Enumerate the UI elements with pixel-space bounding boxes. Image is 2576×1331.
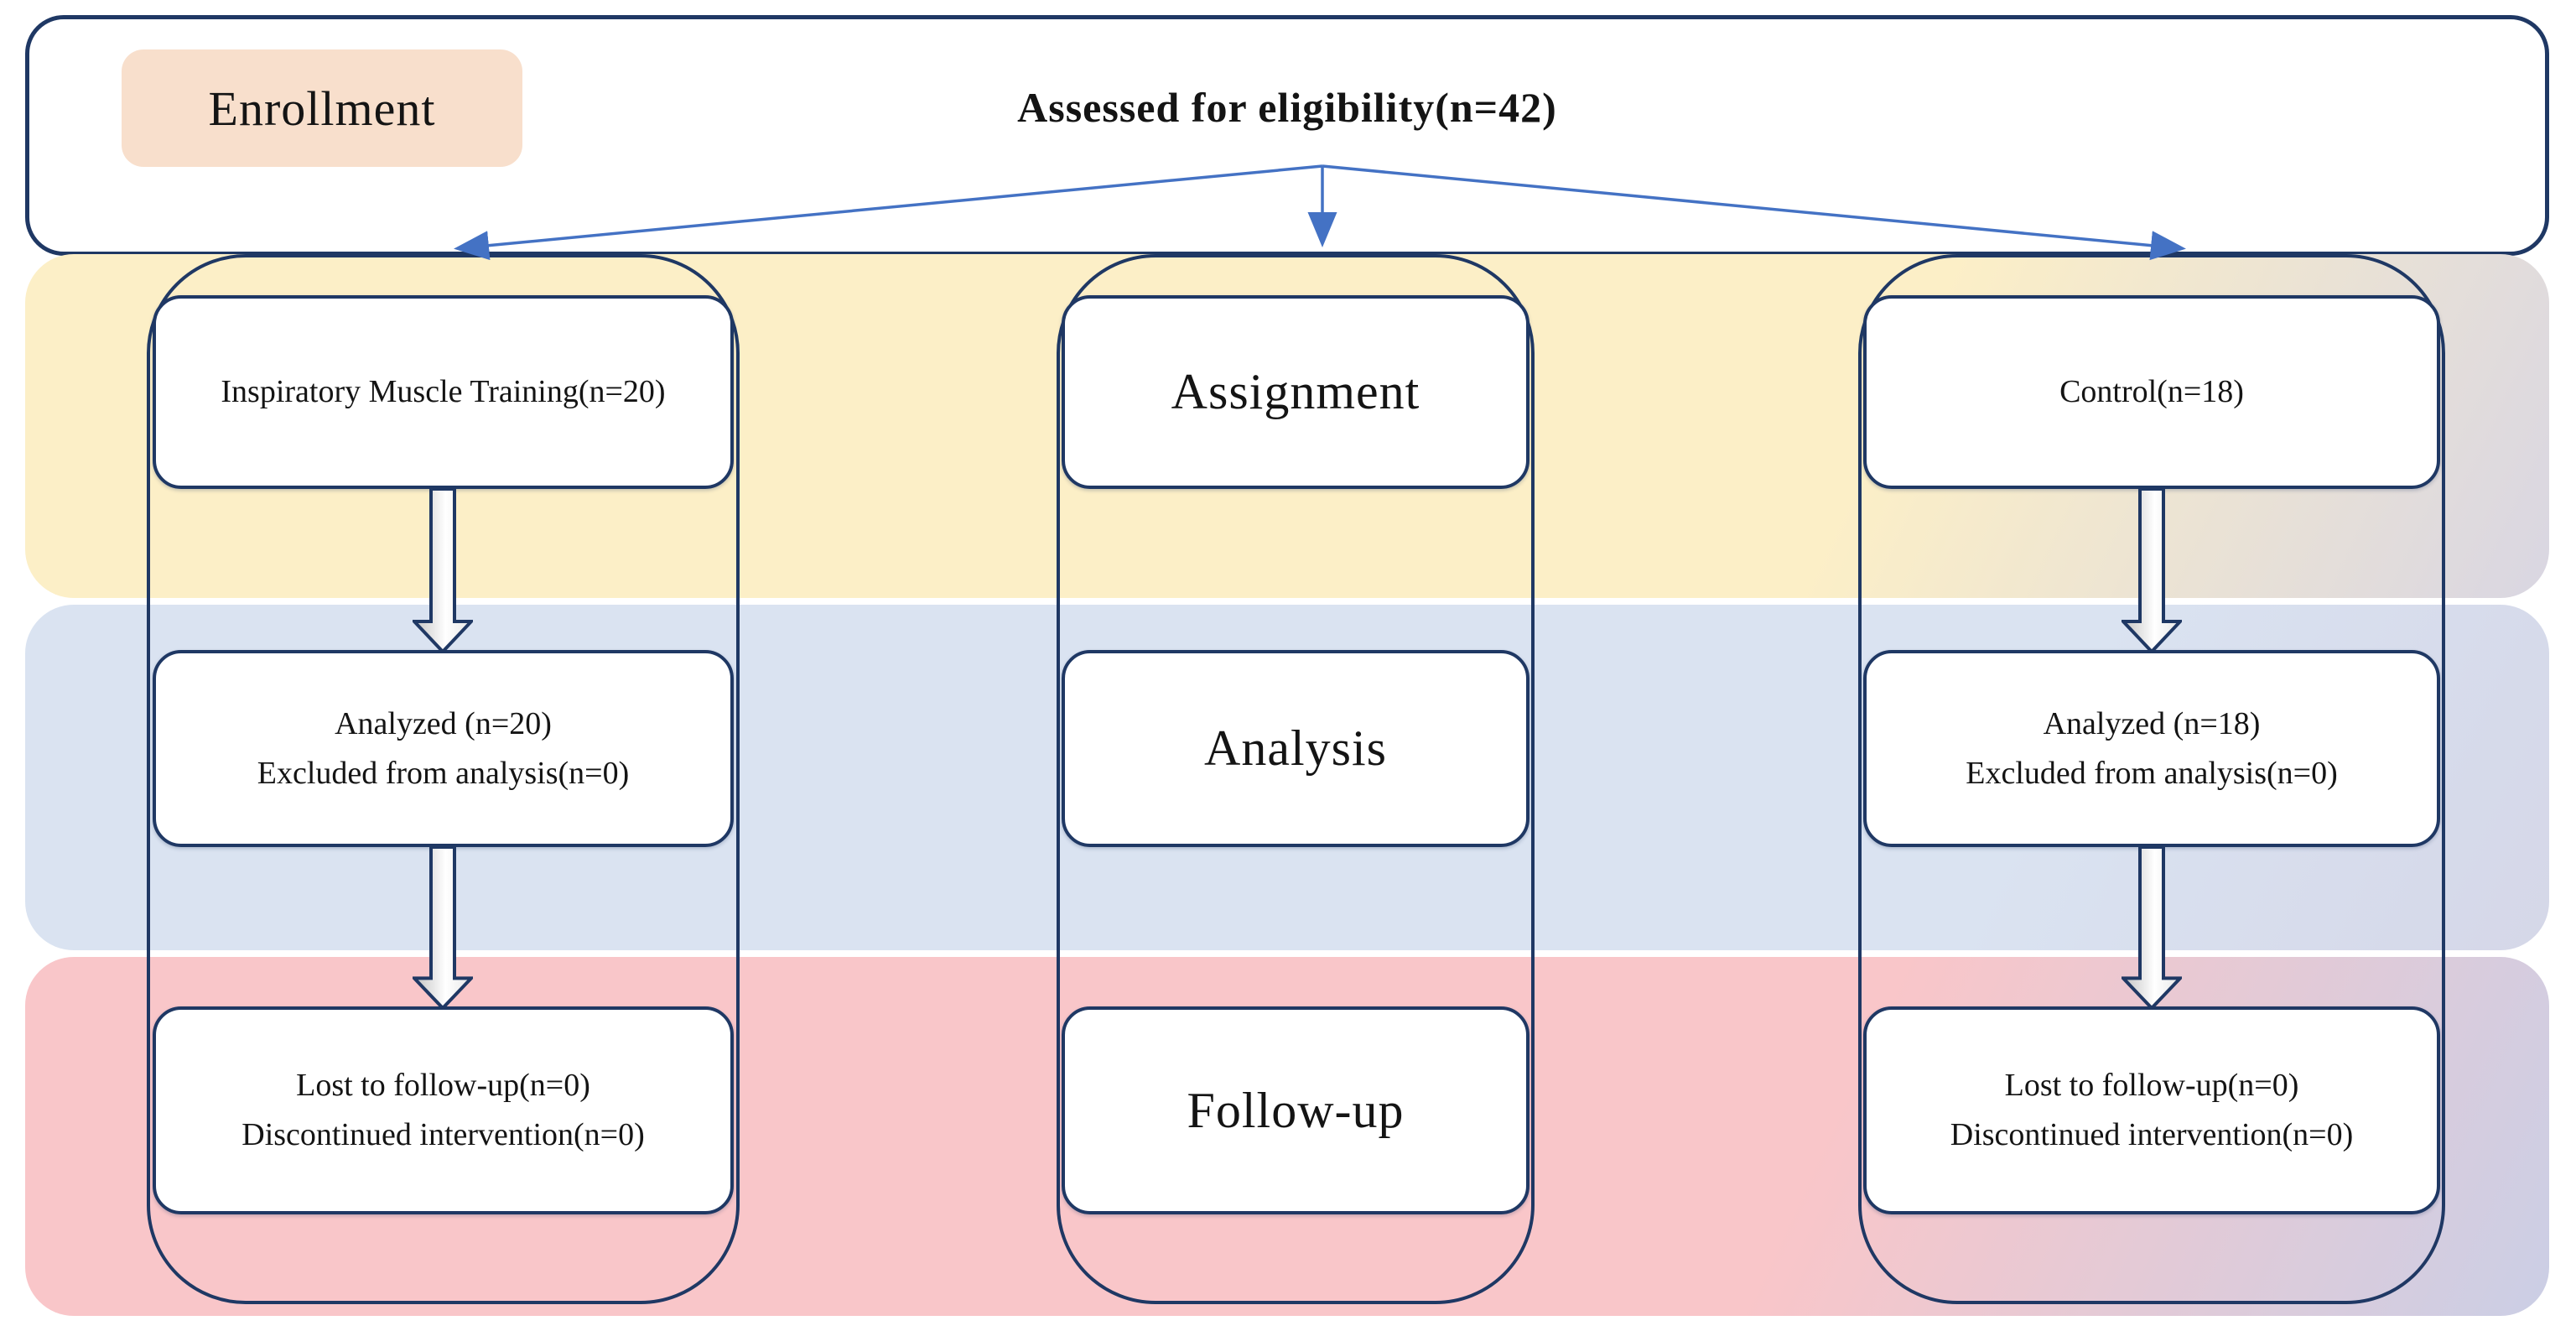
control-lost-text: Lost to follow-up(n=0) bbox=[2004, 1068, 2299, 1104]
fan-arrow-left bbox=[454, 164, 1323, 261]
control-down-arrow-2 bbox=[2122, 845, 2182, 1010]
stage-label-column bbox=[1057, 254, 1535, 1304]
enrollment-stage-label: Enrollment bbox=[208, 81, 436, 136]
eligibility-title: Assessed for eligibility(n=42) bbox=[1017, 84, 1557, 131]
imt-followup-node: Lost to follow-up(n=0) Discontinued inte… bbox=[153, 1006, 734, 1214]
imt-group-column bbox=[147, 254, 740, 1304]
enrollment-stage-badge: Enrollment bbox=[122, 49, 522, 167]
imt-lost-text: Lost to follow-up(n=0) bbox=[296, 1068, 590, 1104]
fan-arrows bbox=[454, 164, 2186, 261]
assignment-stage-text: Assignment bbox=[1171, 364, 1420, 419]
analysis-stage-text: Analysis bbox=[1204, 720, 1387, 776]
imt-down-arrow-1 bbox=[413, 487, 473, 653]
control-analysis-node: Analyzed (n=18) Excluded from analysis(n… bbox=[1863, 650, 2440, 847]
assignment-stage-node: Assignment bbox=[1062, 295, 1530, 489]
imt-allocation-text: Inspiratory Muscle Training(n=20) bbox=[221, 374, 666, 410]
control-discontinued-text: Discontinued intervention(n=0) bbox=[1950, 1117, 2354, 1152]
control-allocation-node: Control(n=18) bbox=[1863, 295, 2440, 489]
imt-analysis-node: Analyzed (n=20) Excluded from analysis(n… bbox=[153, 650, 734, 847]
control-allocation-text: Control(n=18) bbox=[2059, 374, 2244, 410]
imt-excluded-text: Excluded from analysis(n=0) bbox=[257, 755, 630, 791]
control-followup-node: Lost to follow-up(n=0) Discontinued inte… bbox=[1863, 1006, 2440, 1214]
control-analyzed-text: Analyzed (n=18) bbox=[2043, 705, 2261, 741]
imt-discontinued-text: Discontinued intervention(n=0) bbox=[242, 1117, 645, 1152]
control-excluded-text: Excluded from analysis(n=0) bbox=[1966, 755, 2338, 791]
fan-arrow-right bbox=[1322, 164, 2186, 261]
followup-stage-text: Follow-up bbox=[1187, 1082, 1405, 1138]
imt-analyzed-text: Analyzed (n=20) bbox=[335, 705, 552, 741]
enrollment-container: Enrollment Assessed for eligibility(n=42… bbox=[25, 15, 2549, 256]
analysis-stage-node: Analysis bbox=[1062, 650, 1530, 847]
imt-down-arrow-2 bbox=[413, 845, 473, 1010]
imt-allocation-node: Inspiratory Muscle Training(n=20) bbox=[153, 295, 734, 489]
followup-stage-node: Follow-up bbox=[1062, 1006, 1530, 1214]
control-down-arrow-1 bbox=[2122, 487, 2182, 653]
